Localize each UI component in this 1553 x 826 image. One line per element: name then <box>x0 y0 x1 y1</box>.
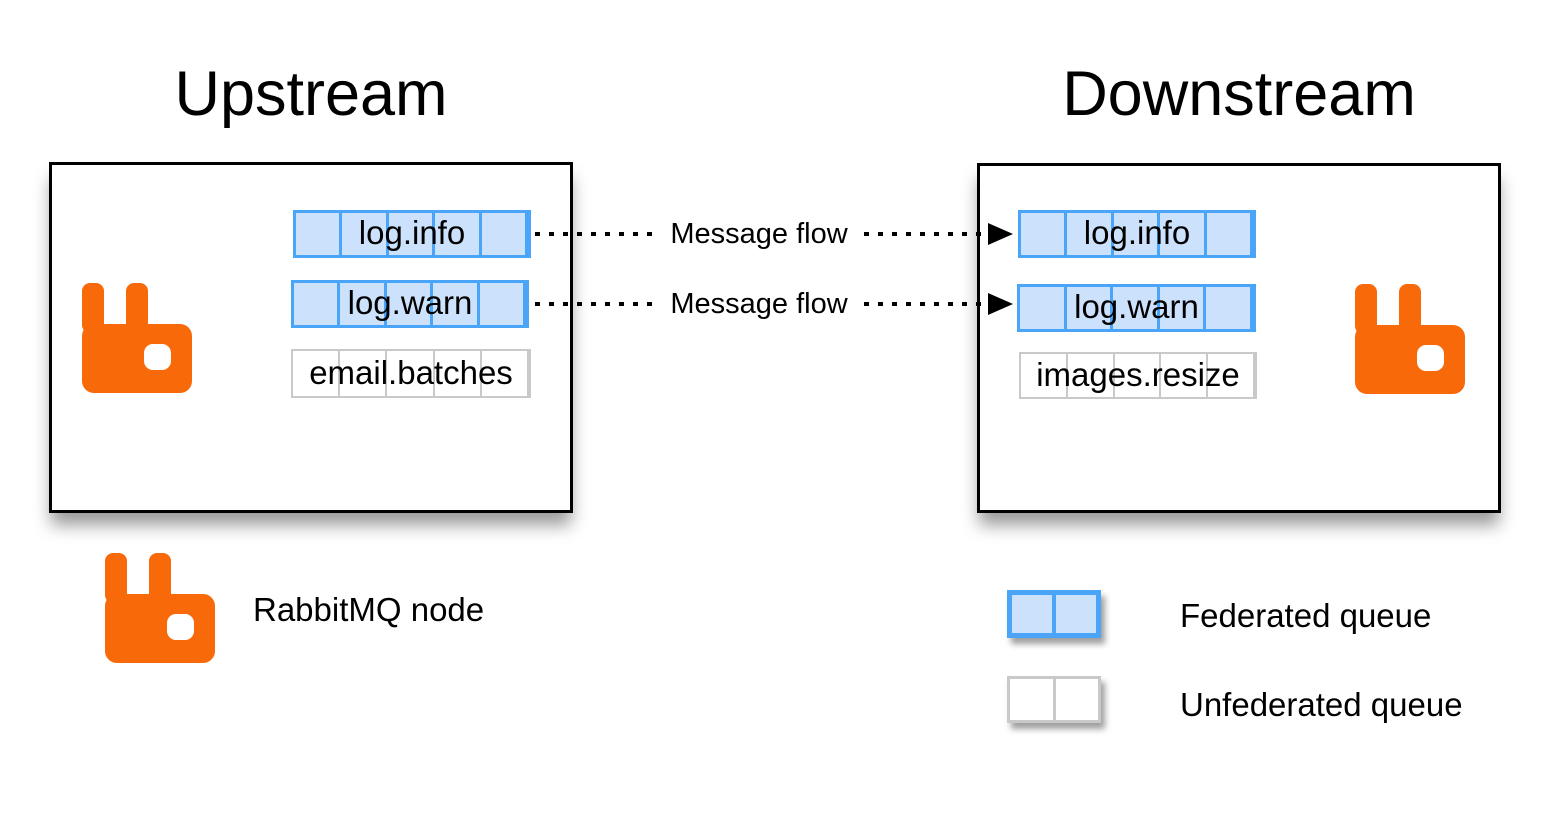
dotted-line <box>863 232 983 236</box>
queue-segment <box>340 283 387 325</box>
queue-segment <box>1160 213 1207 255</box>
queue-segment <box>1020 287 1067 329</box>
queue-segment <box>294 283 341 325</box>
queue-segment <box>1021 354 1068 397</box>
queue-segment <box>387 351 435 396</box>
queue-segment <box>1056 679 1099 720</box>
message-flow-label: Message flow <box>670 217 848 250</box>
rabbitmq-logo-icon <box>1355 284 1465 394</box>
queue-segment <box>387 283 434 325</box>
queue-segment <box>1115 354 1162 397</box>
queue-segment <box>1206 287 1253 329</box>
queue-downstream-log-info: log.info <box>1018 210 1256 258</box>
queue-label: log.warn <box>1074 288 1199 326</box>
legend-node-label: RabbitMQ node <box>253 591 485 628</box>
queue-segment <box>1067 213 1114 255</box>
queue-segment <box>293 351 341 396</box>
rabbitmq-logo-icon <box>82 283 192 393</box>
arrowhead-icon <box>988 293 1013 315</box>
queue-segment <box>342 213 389 255</box>
arrowhead-icon <box>988 223 1013 245</box>
queue-label: images.resize <box>1036 355 1240 393</box>
queue-segment <box>1012 595 1056 633</box>
queue-label: log.warn <box>347 284 473 322</box>
queue-segment <box>435 351 482 396</box>
legend-federated-label: Federated queue <box>1180 597 1432 634</box>
queue-label: email.batches <box>309 353 513 391</box>
legend-federated-queue-swatch <box>1007 590 1101 638</box>
queue-segment <box>296 213 343 255</box>
queue-segment <box>482 213 529 255</box>
message-flow-label: Message flow <box>670 287 848 320</box>
queue-upstream-log-warn: log.warn <box>291 280 529 328</box>
upstream-title: Upstream <box>174 59 448 129</box>
queue-segment <box>1067 287 1114 329</box>
queue-segment <box>482 351 530 396</box>
queue-segment <box>1208 354 1255 397</box>
rabbitmq-logo-icon <box>105 553 215 663</box>
queue-segment <box>1021 213 1068 255</box>
queue-segment <box>1056 595 1096 633</box>
queue-segment <box>1207 213 1254 255</box>
queue-segment <box>389 213 436 255</box>
upstream-broker-box: log.info log.warn email.batches <box>49 162 573 513</box>
queue-segment <box>435 213 482 255</box>
queue-downstream-log-warn: log.warn <box>1017 284 1256 332</box>
legend-unfederated-label: Unfederated queue <box>1180 686 1463 723</box>
legend-unfederated-queue-swatch <box>1007 676 1101 723</box>
queue-segment <box>1068 354 1115 397</box>
queue-label: log.info <box>358 214 466 252</box>
dotted-line <box>535 302 655 306</box>
message-flow-arrow-log-warn: Message flow <box>535 287 1013 320</box>
queue-segment <box>1161 354 1209 397</box>
queue-segment <box>340 351 388 396</box>
queue-segment <box>1114 213 1161 255</box>
queue-segment <box>433 283 480 325</box>
message-flow-arrow-log-info: Message flow <box>535 217 1013 250</box>
downstream-broker-box: log.info log.warn images.resize <box>977 163 1501 513</box>
queue-segment <box>480 283 527 325</box>
queue-segment <box>1010 679 1056 720</box>
queue-label: log.info <box>1083 214 1191 252</box>
queue-upstream-email-batches: email.batches <box>291 349 531 398</box>
queue-segment <box>1160 287 1207 329</box>
dotted-line <box>535 232 655 236</box>
dotted-line <box>863 302 983 306</box>
queue-segment <box>1113 287 1160 329</box>
queue-upstream-log-info: log.info <box>293 210 531 258</box>
downstream-title: Downstream <box>1062 59 1416 129</box>
queue-downstream-images-resize: images.resize <box>1019 352 1257 399</box>
